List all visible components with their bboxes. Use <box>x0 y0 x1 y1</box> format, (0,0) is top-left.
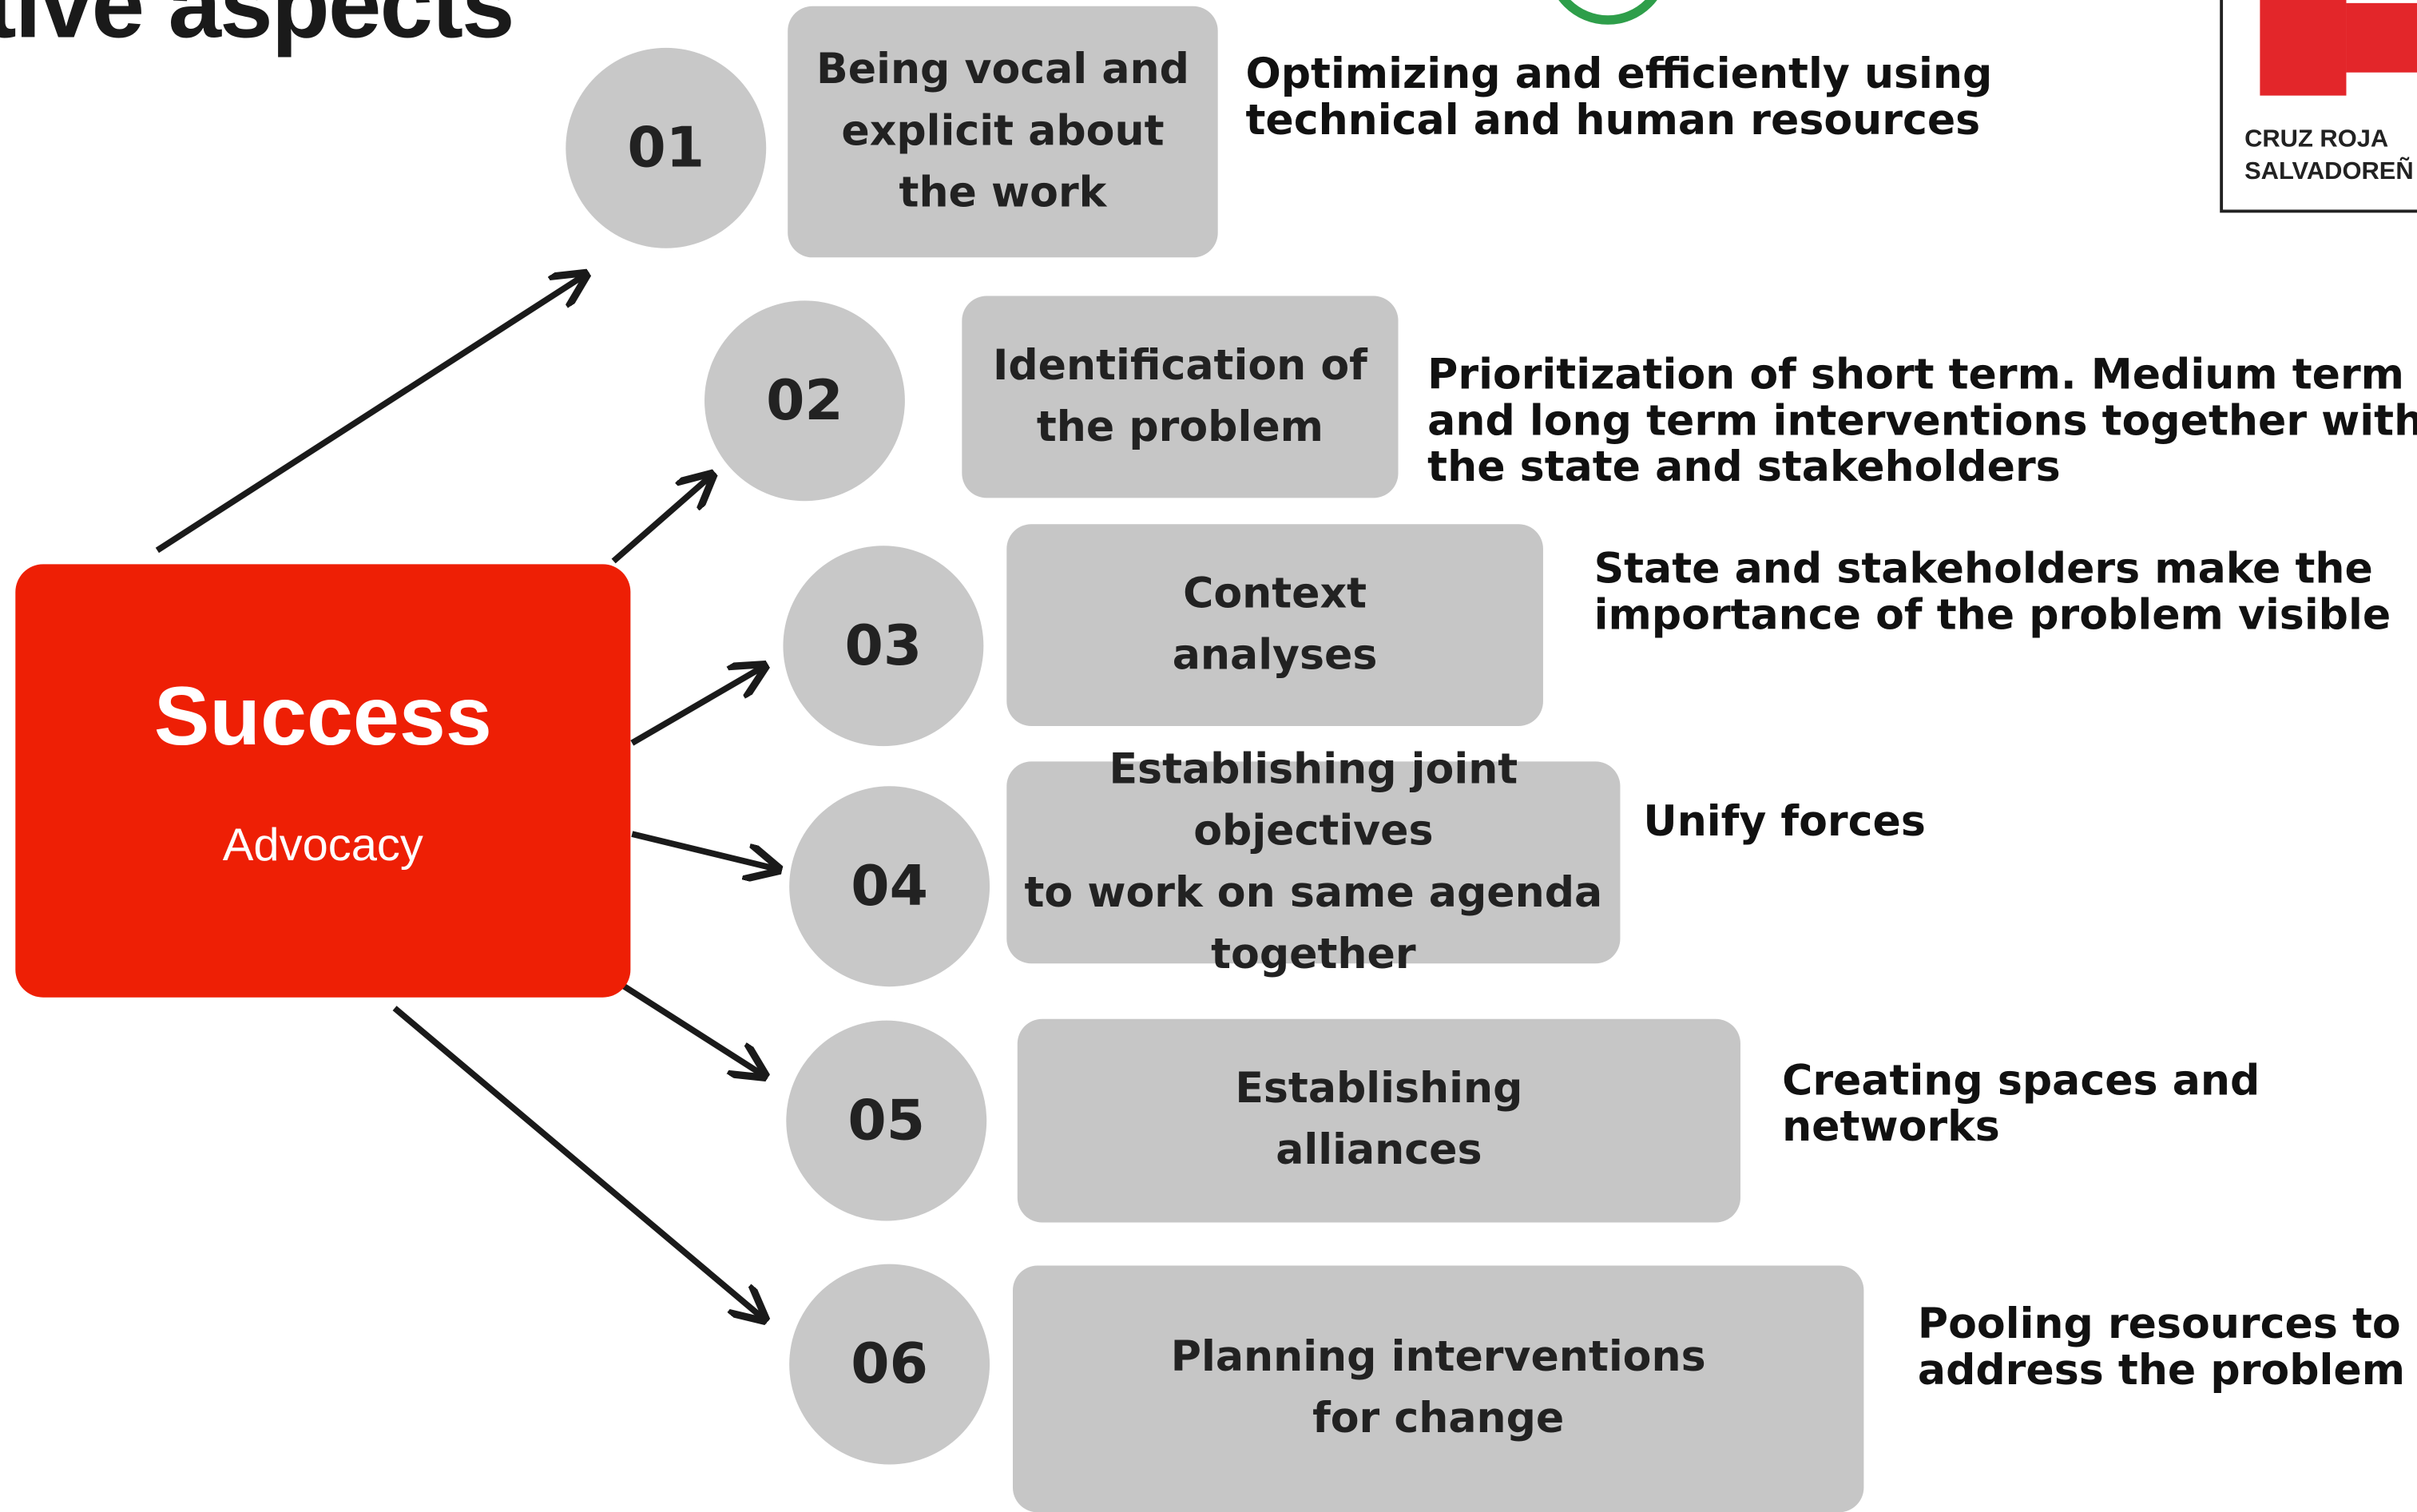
step-number-01: 01 <box>566 47 767 248</box>
step-label-line: alliances <box>1276 1126 1482 1175</box>
description-line: and long term interventions together wit… <box>1427 397 2417 446</box>
description-line: Unify forces <box>1643 798 1926 847</box>
step-label-line: Planning interventions <box>1170 1333 1706 1382</box>
logo-text-line-1: CRUZ ROJA <box>2244 126 2389 153</box>
description-line: importance of the problem visible <box>1593 592 2391 640</box>
description-line: State and stakeholders make the <box>1593 546 2373 594</box>
success-box: Success Advocacy <box>15 564 631 998</box>
red-cross-arm <box>2346 2 2417 73</box>
step-description-02: Prioritization of short term. Medium ter… <box>1427 351 2417 492</box>
description-line: Pooling resources to <box>1917 1300 2401 1349</box>
step-box-03: Context analyses <box>1006 524 1543 727</box>
arrow-06 <box>392 1006 764 1320</box>
step-label-line: to work on same agenda <box>1024 868 1603 917</box>
step-label-line: Establishing <box>1235 1065 1523 1113</box>
description-line: the state and stakeholders <box>1427 443 2061 492</box>
logo-text: CRUZ ROJA SALVADOREÑ <box>2244 123 2414 188</box>
red-cross-icon <box>2260 0 2347 96</box>
step-box-06: Planning interventions for change <box>1013 1265 1864 1512</box>
cruz-roja-logo: CRUZ ROJA SALVADOREÑ <box>2220 0 2417 213</box>
description-line: Prioritization of short term. Medium ter… <box>1427 351 2404 399</box>
step-number-02: 02 <box>704 300 905 502</box>
step-label-line: the problem <box>1036 403 1324 451</box>
success-title: Success <box>153 670 492 764</box>
step-label-line: Identification of <box>992 341 1367 390</box>
step-description-06: Pooling resources to address the problem <box>1917 1300 2406 1395</box>
step-box-01: Being vocal and explicit about the work <box>788 6 1218 258</box>
page-title: tive aspects <box>0 0 515 59</box>
step-label-line: Being vocal and <box>816 45 1189 93</box>
step-label-line: Establishing joint objectives <box>1109 745 1518 855</box>
step-label-line: together <box>1211 930 1416 978</box>
description-line: Creating spaces and <box>1782 1057 2260 1105</box>
description-line: address the problem <box>1917 1347 2406 1395</box>
step-label-line: the work <box>899 169 1107 217</box>
description-line: networks <box>1782 1103 2000 1152</box>
step-description-03: State and stakeholders make the importan… <box>1593 546 2391 640</box>
description-line: technical and human resources <box>1245 97 1981 145</box>
step-box-04: Establishing joint objectives to work on… <box>1006 745 1621 978</box>
step-label-line: explicit about <box>841 107 1165 155</box>
step-number-06: 06 <box>789 1264 990 1465</box>
arrow-02 <box>611 474 712 564</box>
step-number-04: 04 <box>789 786 990 987</box>
step-label-line: analyses <box>1172 631 1378 680</box>
step-number-03: 03 <box>783 546 984 747</box>
step-description-04: Unify forces <box>1643 800 1925 847</box>
description-line: Optimizing and efficiently using <box>1245 50 1993 99</box>
step-description-05: Creating spaces and networks <box>1782 1057 2260 1152</box>
success-subtitle: Advocacy <box>222 819 423 871</box>
logo-text-line-2: SALVADOREÑ <box>2244 158 2414 185</box>
step-number-05: 05 <box>786 1020 987 1221</box>
step-box-02: Identification of the problem <box>962 296 1399 498</box>
step-box-05: Establishing alliances <box>1017 1018 1740 1223</box>
step-label-line: for change <box>1312 1395 1565 1443</box>
arrow-01 <box>155 275 586 554</box>
arrow-03 <box>630 666 764 746</box>
step-label-line: Context <box>1183 569 1367 617</box>
arrow-05 <box>617 981 764 1076</box>
step-description-01: Optimizing and efficiently using technic… <box>1245 50 1993 145</box>
arrow-04 <box>631 831 778 869</box>
